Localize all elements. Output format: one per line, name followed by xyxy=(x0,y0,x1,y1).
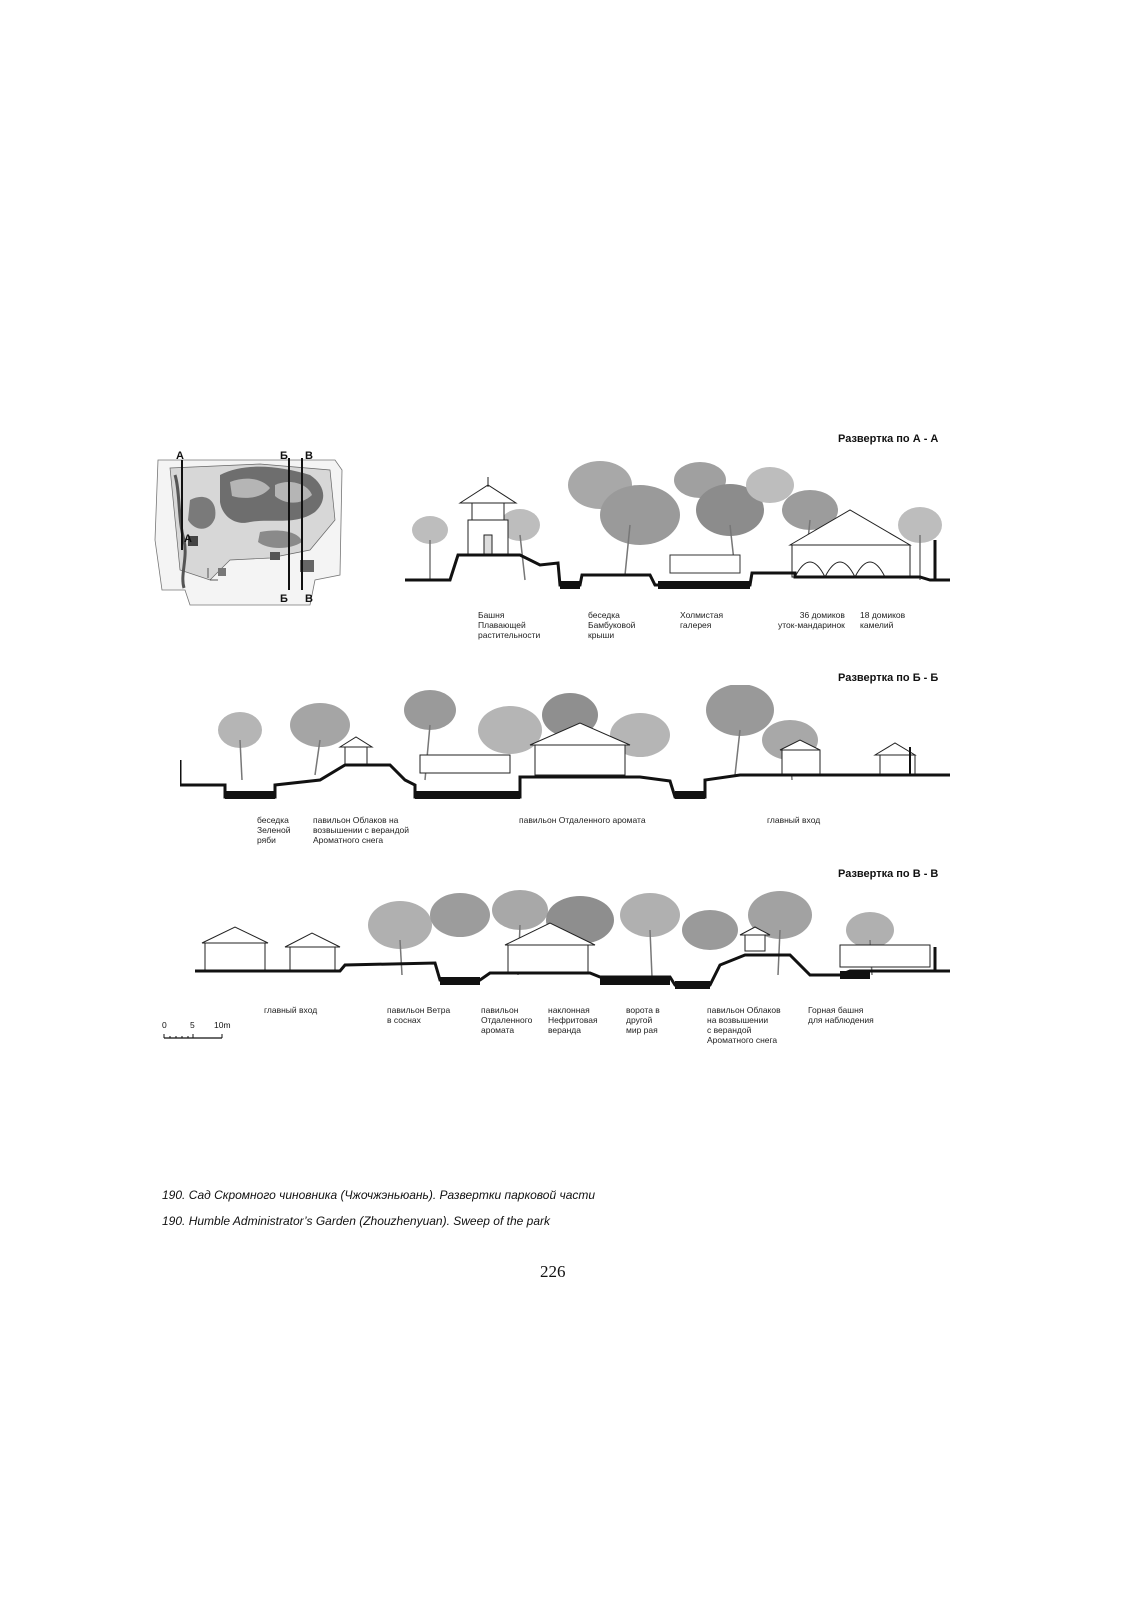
label-v-3: павильон Отдаленного аромата xyxy=(481,1005,533,1035)
scale-label-10: 10m xyxy=(214,1020,231,1030)
label-b-2: павильон Облаков на возвышении с верандо… xyxy=(313,815,410,845)
label-b-4: главный вход xyxy=(767,815,821,825)
label-v-1: главный вход xyxy=(264,1005,318,1015)
label-v-2: павильон Ветра в соснах xyxy=(387,1005,451,1025)
section-v-title: Развертка по В - В xyxy=(838,868,939,880)
scale-bar-line xyxy=(163,1034,223,1039)
label-a-3: Холмистая галерея xyxy=(680,610,724,630)
label-b-1: беседка Зеленой ряби xyxy=(257,815,291,845)
section-a-title: Развертка по А - А xyxy=(838,433,939,445)
section-v-drawing xyxy=(190,885,960,1000)
site-plan: А А Б В Б В xyxy=(150,440,350,610)
cut-label-v-top: В xyxy=(305,450,313,462)
site-plan-drawing xyxy=(154,458,343,606)
scale-label-0: 0 xyxy=(162,1020,167,1030)
label-b-3: павильон Отдаленного аромата xyxy=(519,815,646,825)
cut-label-b-bottom: Б xyxy=(280,593,288,605)
label-a-5: 18 домиков камелий xyxy=(860,610,906,630)
label-v-6: павильон Облаков на возвышении с верандо… xyxy=(707,1005,781,1045)
label-a-4: 36 домиков уток-мандаринок xyxy=(778,610,845,630)
label-a-2: беседка Бамбуковой крыши xyxy=(588,610,636,640)
section-a-drawing xyxy=(400,455,960,605)
cut-label-a-bottom: А xyxy=(184,533,192,545)
caption-english: 190. Humble Administrator’s Garden (Zhou… xyxy=(162,1214,550,1228)
cut-label-v-bottom: В xyxy=(305,593,313,605)
cut-label-a-top: А xyxy=(176,450,184,462)
scale-label-5: 5 xyxy=(190,1020,195,1030)
section-b-drawing xyxy=(180,685,970,805)
caption-russian: 190. Сад Скромного чиновника (Чжочжэньюа… xyxy=(162,1188,596,1202)
label-v-4: наклонная Нефритовая веранда xyxy=(548,1005,598,1035)
page-number: 226 xyxy=(540,1262,566,1281)
label-v-7: Горная башня для наблюдения xyxy=(808,1005,874,1025)
scale-bar: 0 5 10m xyxy=(162,1020,232,1046)
label-a-1: Башня Плавающей растительности xyxy=(478,610,541,640)
section-b-title: Развертка по Б - Б xyxy=(838,672,939,684)
label-v-5: ворота в другой мир рая xyxy=(626,1005,660,1035)
cut-label-b-top: Б xyxy=(280,450,288,462)
